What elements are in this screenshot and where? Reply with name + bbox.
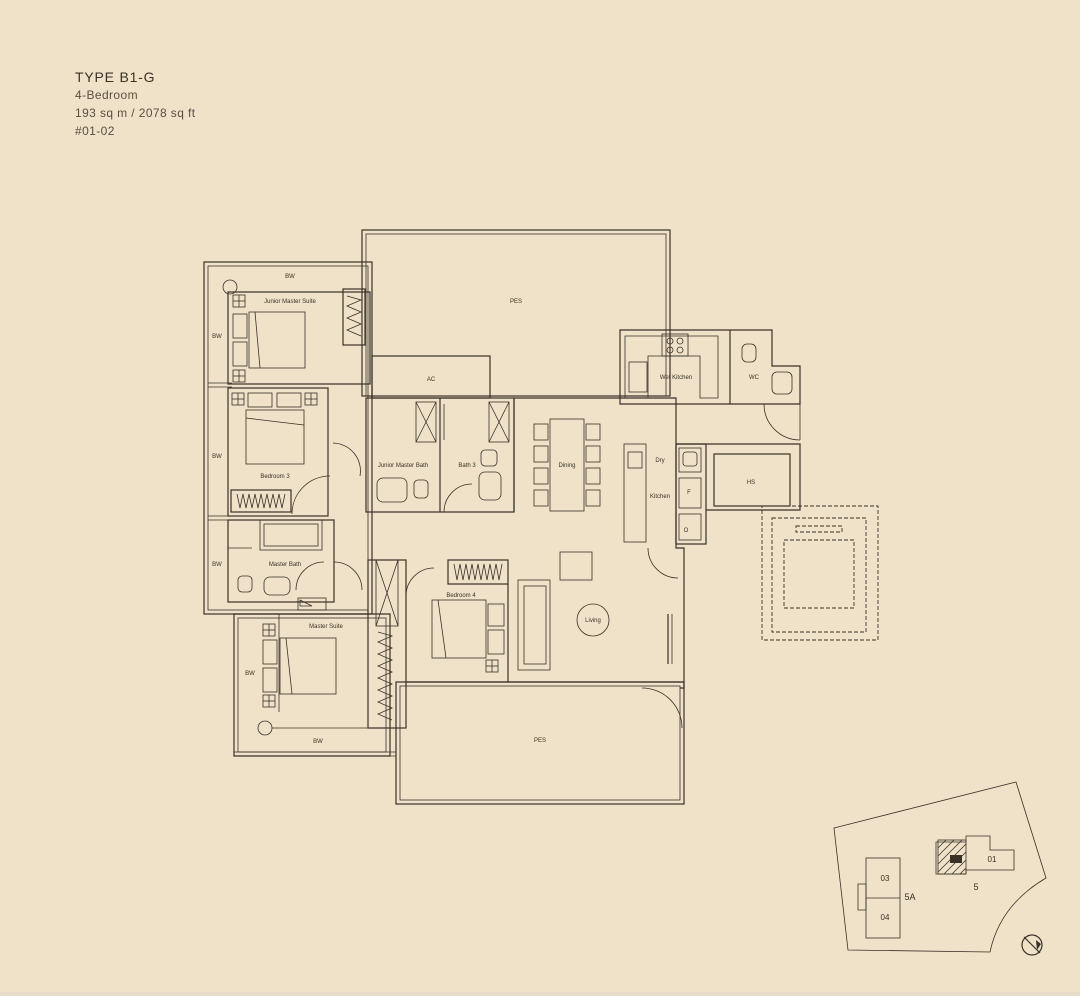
bay-window-label: BW — [212, 454, 222, 460]
terrace-dashed-area — [761, 505, 879, 641]
wet-kitchen-label: Wet Kitchen — [660, 375, 692, 381]
north-arrow-icon — [1021, 934, 1043, 956]
oven-label: O — [684, 528, 689, 534]
bathrooms-center — [365, 397, 515, 513]
pes-bottom-area — [234, 681, 685, 805]
bay-window-label: BW — [212, 334, 222, 340]
main-walls — [513, 397, 685, 729]
bay-window-label: BW — [212, 562, 222, 568]
bedroom-3-room — [227, 387, 361, 517]
wc-label: WC — [749, 375, 760, 381]
master-bath-label: Master Bath — [269, 562, 301, 568]
junior-master-bath-label: Junior Master Bath — [378, 463, 428, 469]
fridge-label: F — [687, 490, 691, 496]
pes-top-area — [361, 229, 671, 397]
junior-master-suite-label: Junior Master Suite — [264, 299, 316, 305]
living-area — [517, 551, 610, 671]
keyplan-unit-01: 01 — [988, 855, 997, 864]
dry-kitchen-label: Dry — [655, 458, 664, 464]
keyplan-unit-03: 03 — [881, 874, 890, 883]
key-plan: 01 03 04 5A 5 — [833, 781, 1047, 953]
keyplan-block-5a: 5A — [904, 892, 915, 902]
bedroom-4-label: Bedroom 4 — [446, 593, 476, 599]
bedroom-3-label: Bedroom 3 — [260, 474, 290, 480]
unit-header: TYPE B1-G 4-Bedroom 193 sq m / 2078 sq f… — [75, 68, 195, 140]
wet-kitchen-room — [619, 329, 801, 441]
dining-label: Dining — [558, 463, 575, 469]
bottom-strip — [0, 992, 1080, 996]
junior-master-suite-room — [222, 279, 371, 385]
household-shelter-label: HS — [747, 480, 755, 486]
keyplan-unit-04: 04 — [881, 913, 890, 922]
keyplan-block-5: 5 — [973, 882, 978, 892]
unit-number: #01-02 — [75, 124, 115, 138]
dining-area — [533, 418, 601, 512]
living-label: Living — [585, 618, 601, 624]
master-suite-label: Master Suite — [309, 624, 343, 630]
bay-window-label: BW — [245, 671, 255, 677]
unit-type: TYPE B1-G — [75, 69, 156, 85]
pes-label: PES — [534, 738, 546, 744]
ac-label: AC — [427, 377, 436, 383]
bay-window-label: BW — [313, 739, 323, 745]
dry-kitchen-area — [623, 443, 801, 545]
dry-kitchen-label: Kitchen — [650, 494, 670, 500]
bedroom-count: 4-Bedroom — [75, 88, 138, 102]
unit-area: 193 sq m / 2078 sq ft — [75, 106, 196, 120]
highlighted-unit — [937, 839, 967, 875]
pes-label: PES — [510, 299, 522, 305]
master-bath-room — [227, 519, 363, 611]
bay-window-label: BW — [285, 274, 295, 280]
bath-3-label: Bath 3 — [458, 463, 476, 469]
